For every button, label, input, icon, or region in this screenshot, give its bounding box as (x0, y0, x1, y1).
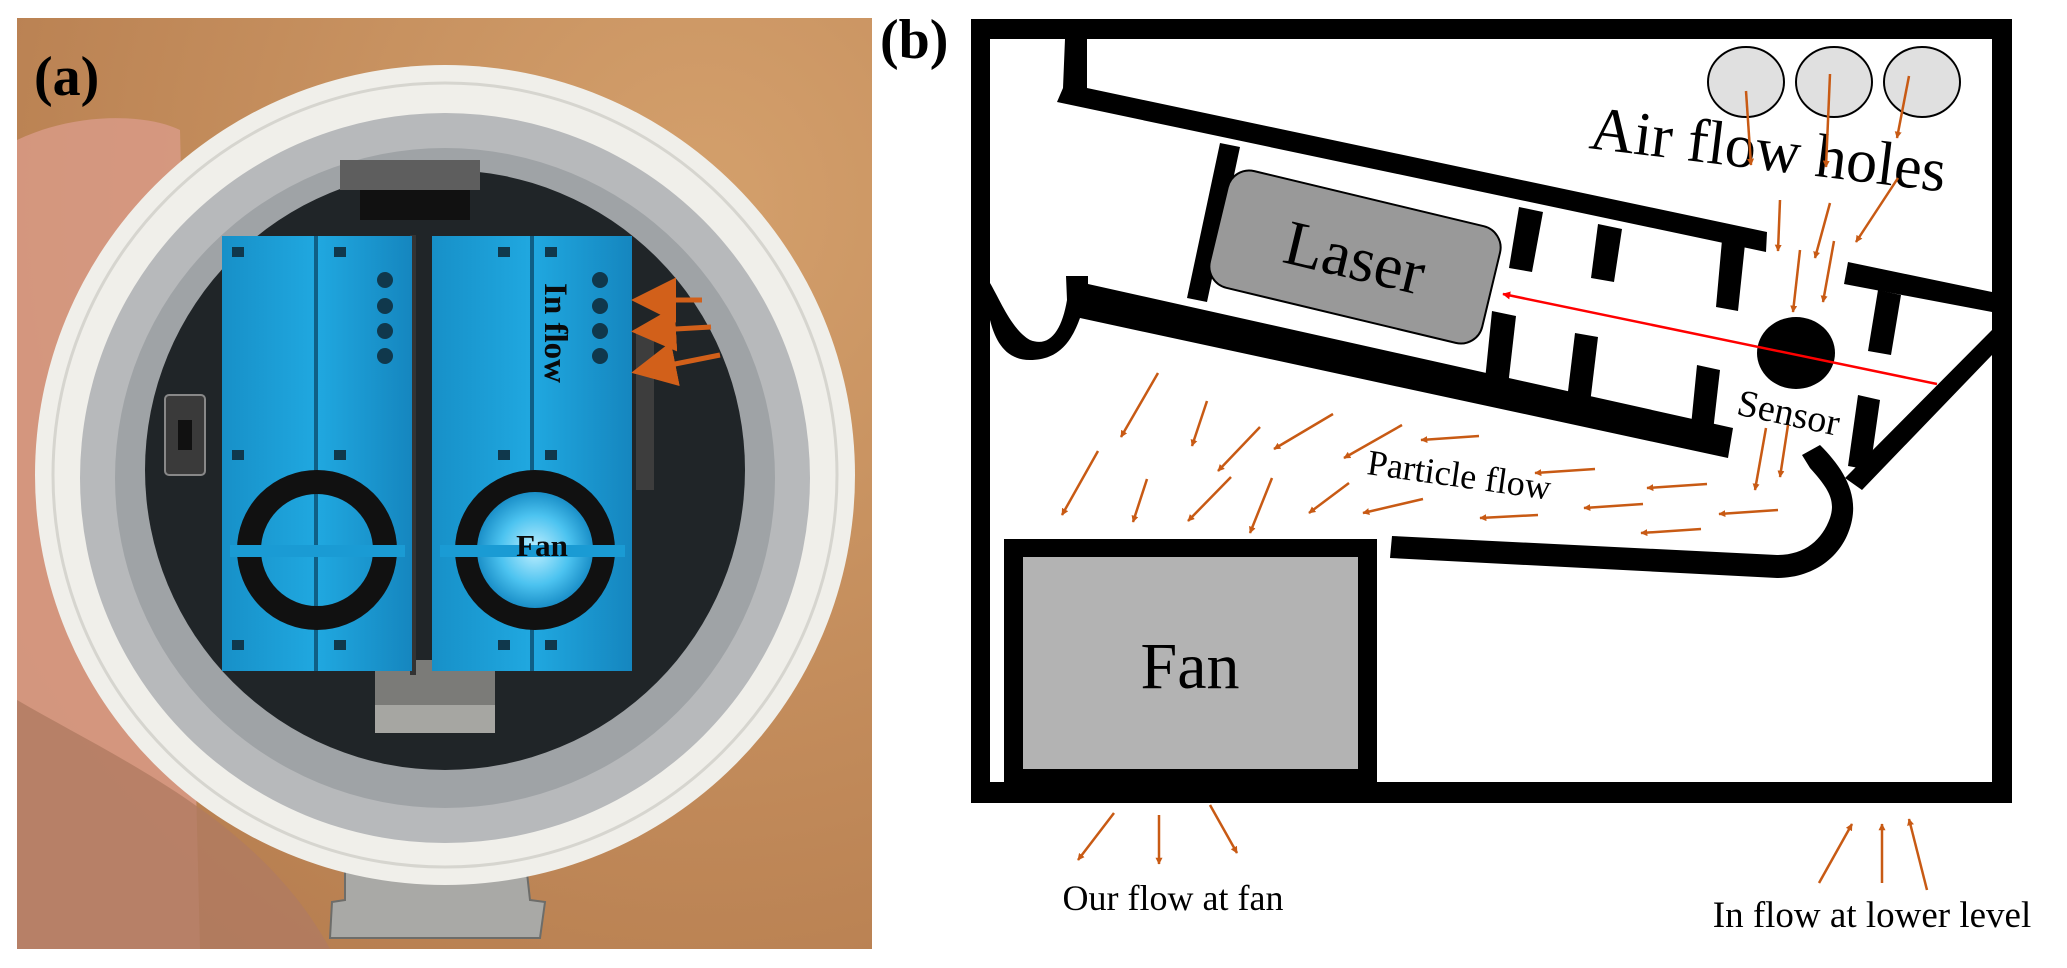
in-flow-arrow (631, 306, 712, 352)
flow-arrow (1217, 426, 1261, 472)
flow-arrow (1646, 482, 1708, 492)
sensor-left (222, 236, 412, 671)
flow-arrow (1640, 527, 1702, 537)
flow-arrow (1131, 478, 1149, 523)
flow-arrow (1248, 477, 1274, 534)
sensor-dot (1757, 317, 1835, 389)
out-flow-arrow (1077, 812, 1115, 861)
right-diagonal-wall (1845, 330, 1992, 490)
fan-label-photo: Fan (516, 528, 568, 563)
air-flow-hole (1707, 46, 1785, 118)
wall-post (1591, 224, 1622, 282)
in-flow-arrow (631, 341, 721, 387)
pipe-rim (51, 81, 839, 869)
flow-arrow (1774, 199, 1782, 252)
in-flow-lower-arrow (1817, 823, 1854, 884)
wall-post (1868, 290, 1901, 355)
wall-post (1690, 365, 1720, 440)
air-flow-hole (1795, 46, 1873, 118)
flow-arrow (1308, 482, 1350, 514)
flow-arrow (1362, 497, 1424, 515)
in-flow-lower-label: In flow at lower level (1713, 895, 2032, 936)
flow-arrow (1744, 90, 1755, 166)
in-flow-label: In flow (537, 283, 573, 383)
flow-arrow (1187, 476, 1232, 522)
flow-arrows (1060, 73, 1929, 891)
flow-arrow (1894, 75, 1911, 139)
fan-body (1023, 557, 1358, 769)
flow-arrow (1119, 372, 1160, 438)
wall-post (1187, 143, 1240, 302)
flow-arrow (1060, 450, 1100, 516)
sensor-right (432, 236, 632, 671)
wall-post (1716, 229, 1745, 311)
flow-arrow (1718, 508, 1779, 518)
lower-channel-wall (990, 276, 1733, 458)
flow-arrow (1822, 73, 1832, 168)
upper-channel-wall (1057, 39, 1767, 252)
flow-arrow (1343, 423, 1403, 460)
hand-lower (17, 700, 330, 949)
flow-arrow (1790, 249, 1802, 313)
flow-arrow (1820, 240, 1836, 303)
wall-post (1484, 311, 1516, 395)
lower-curved-wall (1390, 445, 1854, 578)
flow-arrow (1420, 434, 1480, 444)
laser-body (1208, 169, 1502, 345)
panel-b-diagram: (b) Fan Laser (880, 9, 2031, 936)
in-flow-arrows (631, 277, 721, 387)
side-board (636, 330, 654, 490)
panel-a-label: (a) (34, 46, 99, 108)
flow-arrow (1534, 467, 1596, 477)
laser-beam (1502, 291, 1938, 386)
top-connector (340, 160, 480, 190)
wall-post (1509, 207, 1543, 272)
flow-arrow (1479, 513, 1539, 522)
particle-flow-label: Particle flow (1365, 442, 1554, 507)
flow-arrow (1273, 412, 1334, 451)
upper-right-wall (1844, 262, 1992, 312)
flow-arrow (1854, 177, 1900, 243)
sensor-label: Sensor (1734, 382, 1844, 445)
flow-arrow (1752, 427, 1768, 491)
flow-arrow (1583, 502, 1644, 512)
flow-arrow (1813, 202, 1832, 259)
out-flow-arrow (1208, 804, 1239, 854)
flow-arrow (1777, 424, 1790, 478)
panel-a-photo: In flow Fan (17, 18, 872, 949)
flow-arrow (1190, 400, 1209, 447)
laser: Laser (1208, 169, 1502, 345)
in-flow-lower-arrow (1907, 818, 1929, 891)
out-flow-label: Our flow at fan (1063, 878, 1284, 918)
air-flow-hole (1883, 46, 1961, 118)
panel-b-label: (b) (880, 9, 948, 71)
wall-post (1566, 333, 1598, 412)
fan-label: Fan (1141, 630, 1240, 703)
